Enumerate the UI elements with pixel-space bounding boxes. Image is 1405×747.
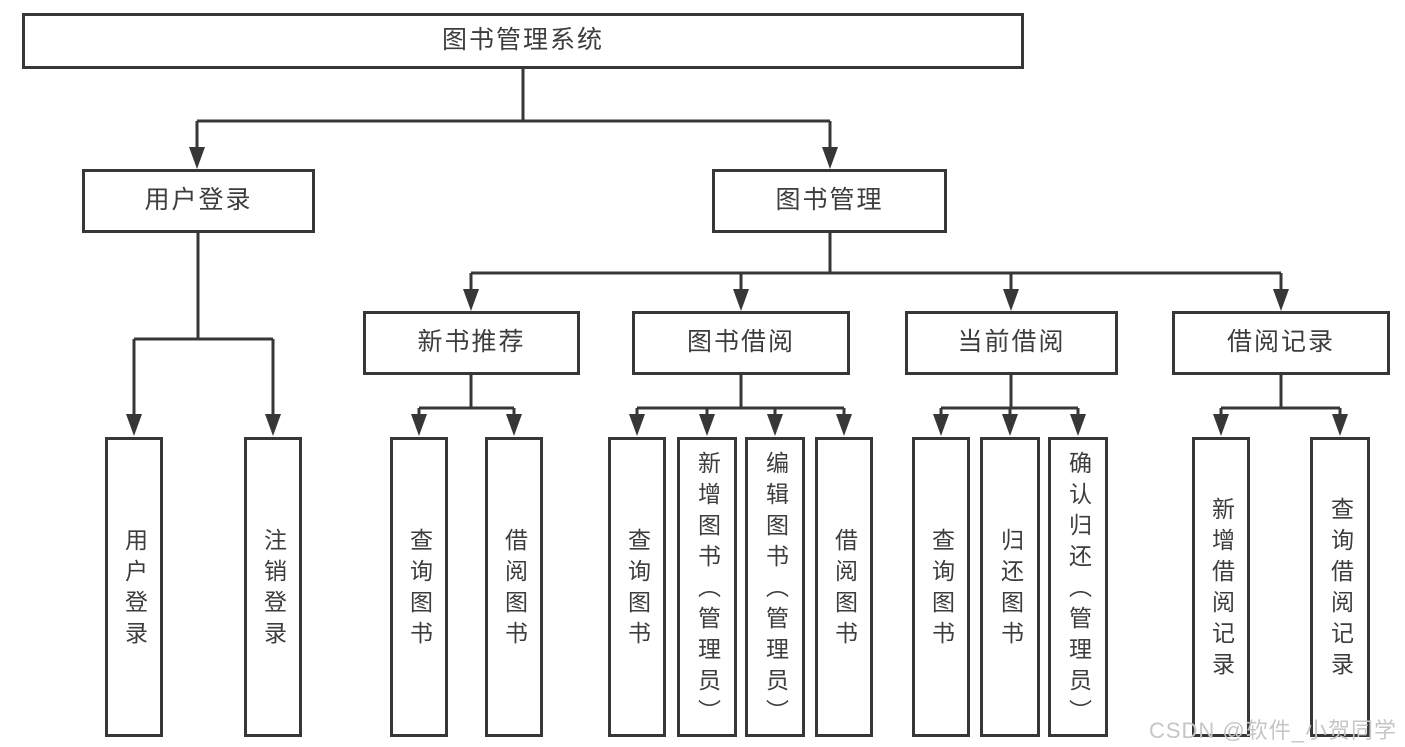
leaf-logout: 注销登录 xyxy=(244,437,302,737)
node-borrowing-records: 借阅记录 xyxy=(1172,311,1390,375)
leaf-borrowing-add-books-admin: 新增图书（管理员） xyxy=(677,437,737,737)
leaf-user-login: 用户登录 xyxy=(105,437,163,737)
connector-new-book-recommendation xyxy=(411,375,522,436)
root-node: 图书管理系统 xyxy=(22,13,1024,69)
connector-user-login xyxy=(126,233,281,436)
node-book-borrowing: 图书借阅 xyxy=(632,311,850,375)
leaf-current-return-books: 归还图书 xyxy=(980,437,1040,737)
node-current-borrowing: 当前借阅 xyxy=(905,311,1118,375)
connector-book-management xyxy=(463,233,1289,311)
leaf-borrowing-edit-books-admin: 编辑图书（管理员） xyxy=(745,437,805,737)
leaf-newbook-borrow-books: 借阅图书 xyxy=(485,437,543,737)
leaf-borrowing-query-books: 查询图书 xyxy=(608,437,666,737)
leaf-newbook-query-books: 查询图书 xyxy=(390,437,448,737)
node-new-book-recommendation: 新书推荐 xyxy=(363,311,580,375)
leaf-current-query-books: 查询图书 xyxy=(912,437,970,737)
connector-borrowing-records xyxy=(1213,375,1348,436)
watermark: CSDN @软件_小贺同学 xyxy=(1148,718,1397,743)
leaf-records-query-record: 查询借阅记录 xyxy=(1310,437,1370,737)
connector-current-borrowing xyxy=(933,375,1086,436)
node-user-login: 用户登录 xyxy=(82,169,315,233)
leaf-current-confirm-return-admin: 确认归还（管理员） xyxy=(1048,437,1108,737)
connector-book-borrowing xyxy=(629,375,852,436)
node-book-management: 图书管理 xyxy=(712,169,947,233)
leaf-borrowing-borrow-books: 借阅图书 xyxy=(815,437,873,737)
connector-root xyxy=(189,69,838,169)
leaf-records-add-record: 新增借阅记录 xyxy=(1192,437,1250,737)
